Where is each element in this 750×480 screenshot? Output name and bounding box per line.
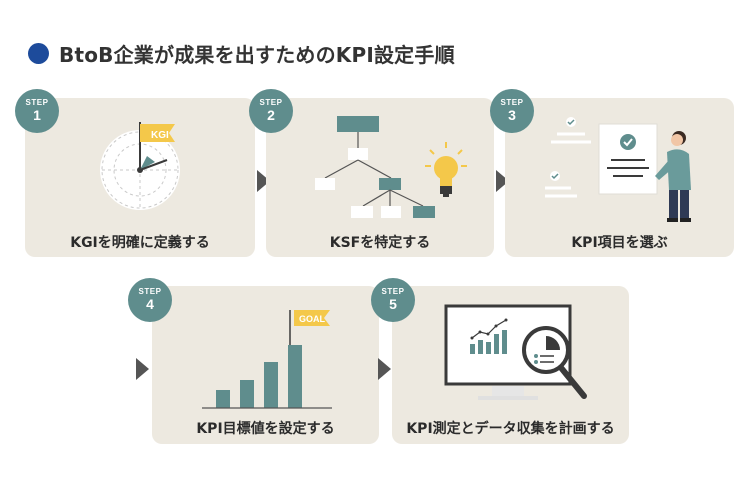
lightbulb-icon (425, 142, 467, 197)
step-badge-3: STEP 3 (490, 89, 534, 133)
kgi-flag-text: KGI (151, 130, 169, 141)
bar-chart-icon: GOAL (202, 310, 332, 409)
step-label-1: KGIを明確に定義する (70, 235, 210, 251)
step-number: 4 (146, 296, 154, 312)
step-number: 1 (33, 107, 41, 123)
arrow-3-4 (136, 358, 149, 380)
step-label-4: KPI目標値を設定する (196, 421, 335, 437)
step-number: 5 (389, 296, 397, 312)
checklist-icon (545, 117, 591, 198)
step-number: 3 (508, 107, 516, 123)
step-badge-5: STEP 5 (371, 278, 415, 322)
step-word: STEP (138, 287, 162, 296)
step-label-3: KPI項目を選ぶ (571, 235, 668, 251)
step-badge-2: STEP 2 (249, 89, 293, 133)
step-badge-4: STEP 4 (128, 278, 172, 322)
goal-flag-text: GOAL (299, 314, 326, 324)
step-number: 2 (267, 107, 275, 123)
step-card-2: KSFを特定する (266, 98, 494, 257)
goal-bar-2 (240, 380, 254, 408)
goal-bar-3 (264, 362, 278, 408)
step-badge-1: STEP 1 (15, 89, 59, 133)
title-row: BtoB企業が成果を出すためのKPI設定手順 (28, 36, 455, 70)
step-card-1: KGI KGIを明確に定義する (25, 98, 255, 257)
document-check-icon (598, 123, 658, 195)
goal-bar-4 (288, 345, 302, 408)
page-title: BtoB企業が成果を出すためのKPI設定手順 (59, 42, 455, 67)
title-bullet-icon (28, 42, 49, 64)
step-card-3: KPI項目を選ぶ (505, 98, 734, 257)
magnifier-icon (522, 326, 587, 399)
step-label-2: KSFを特定する (329, 235, 431, 251)
mini-chart-icon (470, 318, 508, 354)
arrow-4-5 (378, 358, 391, 380)
goal-flag-icon (294, 310, 330, 326)
step-word: STEP (381, 287, 405, 296)
org-chart-icon (315, 116, 435, 218)
step-label-5: KPI測定とデータ収集を計画する (406, 421, 615, 437)
step-word: STEP (25, 98, 49, 107)
goal-bar-1 (216, 390, 230, 408)
step-word: STEP (500, 98, 524, 107)
step-card-5: KPI測定とデータ収集を計画する (392, 286, 629, 444)
step-card-4: GOAL KPI目標値を設定する (152, 286, 379, 444)
step-word: STEP (259, 98, 283, 107)
dartboard-icon: KGI (100, 122, 180, 210)
person-icon (655, 131, 691, 222)
